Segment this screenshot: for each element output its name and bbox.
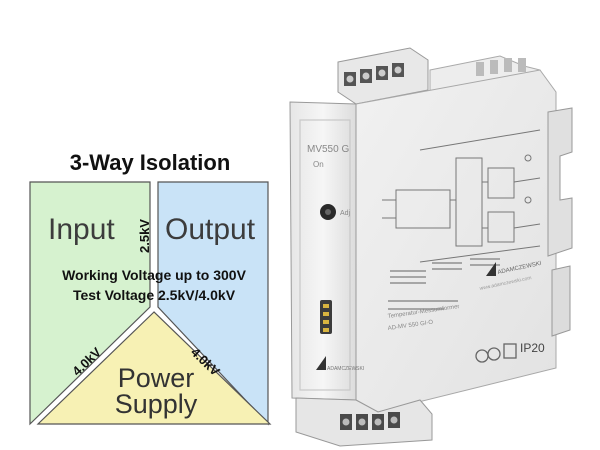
output-label: Output	[165, 213, 256, 246]
brand-logo-mark	[316, 356, 326, 370]
on-label: On	[313, 160, 324, 169]
certification-marks	[475, 343, 517, 363]
power-label-line1: Power	[117, 363, 195, 393]
test-voltage-text: Test Voltage 2.5kV/4.0kV	[72, 287, 236, 303]
model-label: MV550 G	[307, 144, 349, 155]
working-voltage-text: Working Voltage up to 300V	[62, 267, 246, 283]
power-label-line2: Supply	[114, 389, 198, 419]
isolation-title: 3-Way Isolation	[69, 150, 231, 175]
input-panel	[29, 181, 151, 426]
adj-label: Adj	[340, 210, 351, 217]
wiring-schematic	[382, 129, 541, 263]
ip-rating-label: IP20	[520, 341, 545, 355]
power-supply-panel	[36, 311, 272, 425]
isolation-diagram	[29, 181, 272, 426]
din-rail-module: MV550 G On Adj ADAMCZEWSKI Temperatur-Me…	[289, 47, 573, 447]
din-clip	[547, 107, 573, 337]
input-output-voltage-label: 2.5kV	[136, 219, 152, 253]
front-brand-label: ADAMCZEWSKI	[327, 366, 364, 372]
spec-text-lines	[388, 258, 500, 310]
front-window	[299, 119, 351, 391]
input-label: Input	[48, 213, 115, 246]
side-brand-logo	[486, 262, 496, 276]
adj-potentiometer[interactable]	[320, 204, 336, 220]
service-connector[interactable]	[320, 300, 332, 334]
bottom-terminal-block	[295, 397, 433, 447]
